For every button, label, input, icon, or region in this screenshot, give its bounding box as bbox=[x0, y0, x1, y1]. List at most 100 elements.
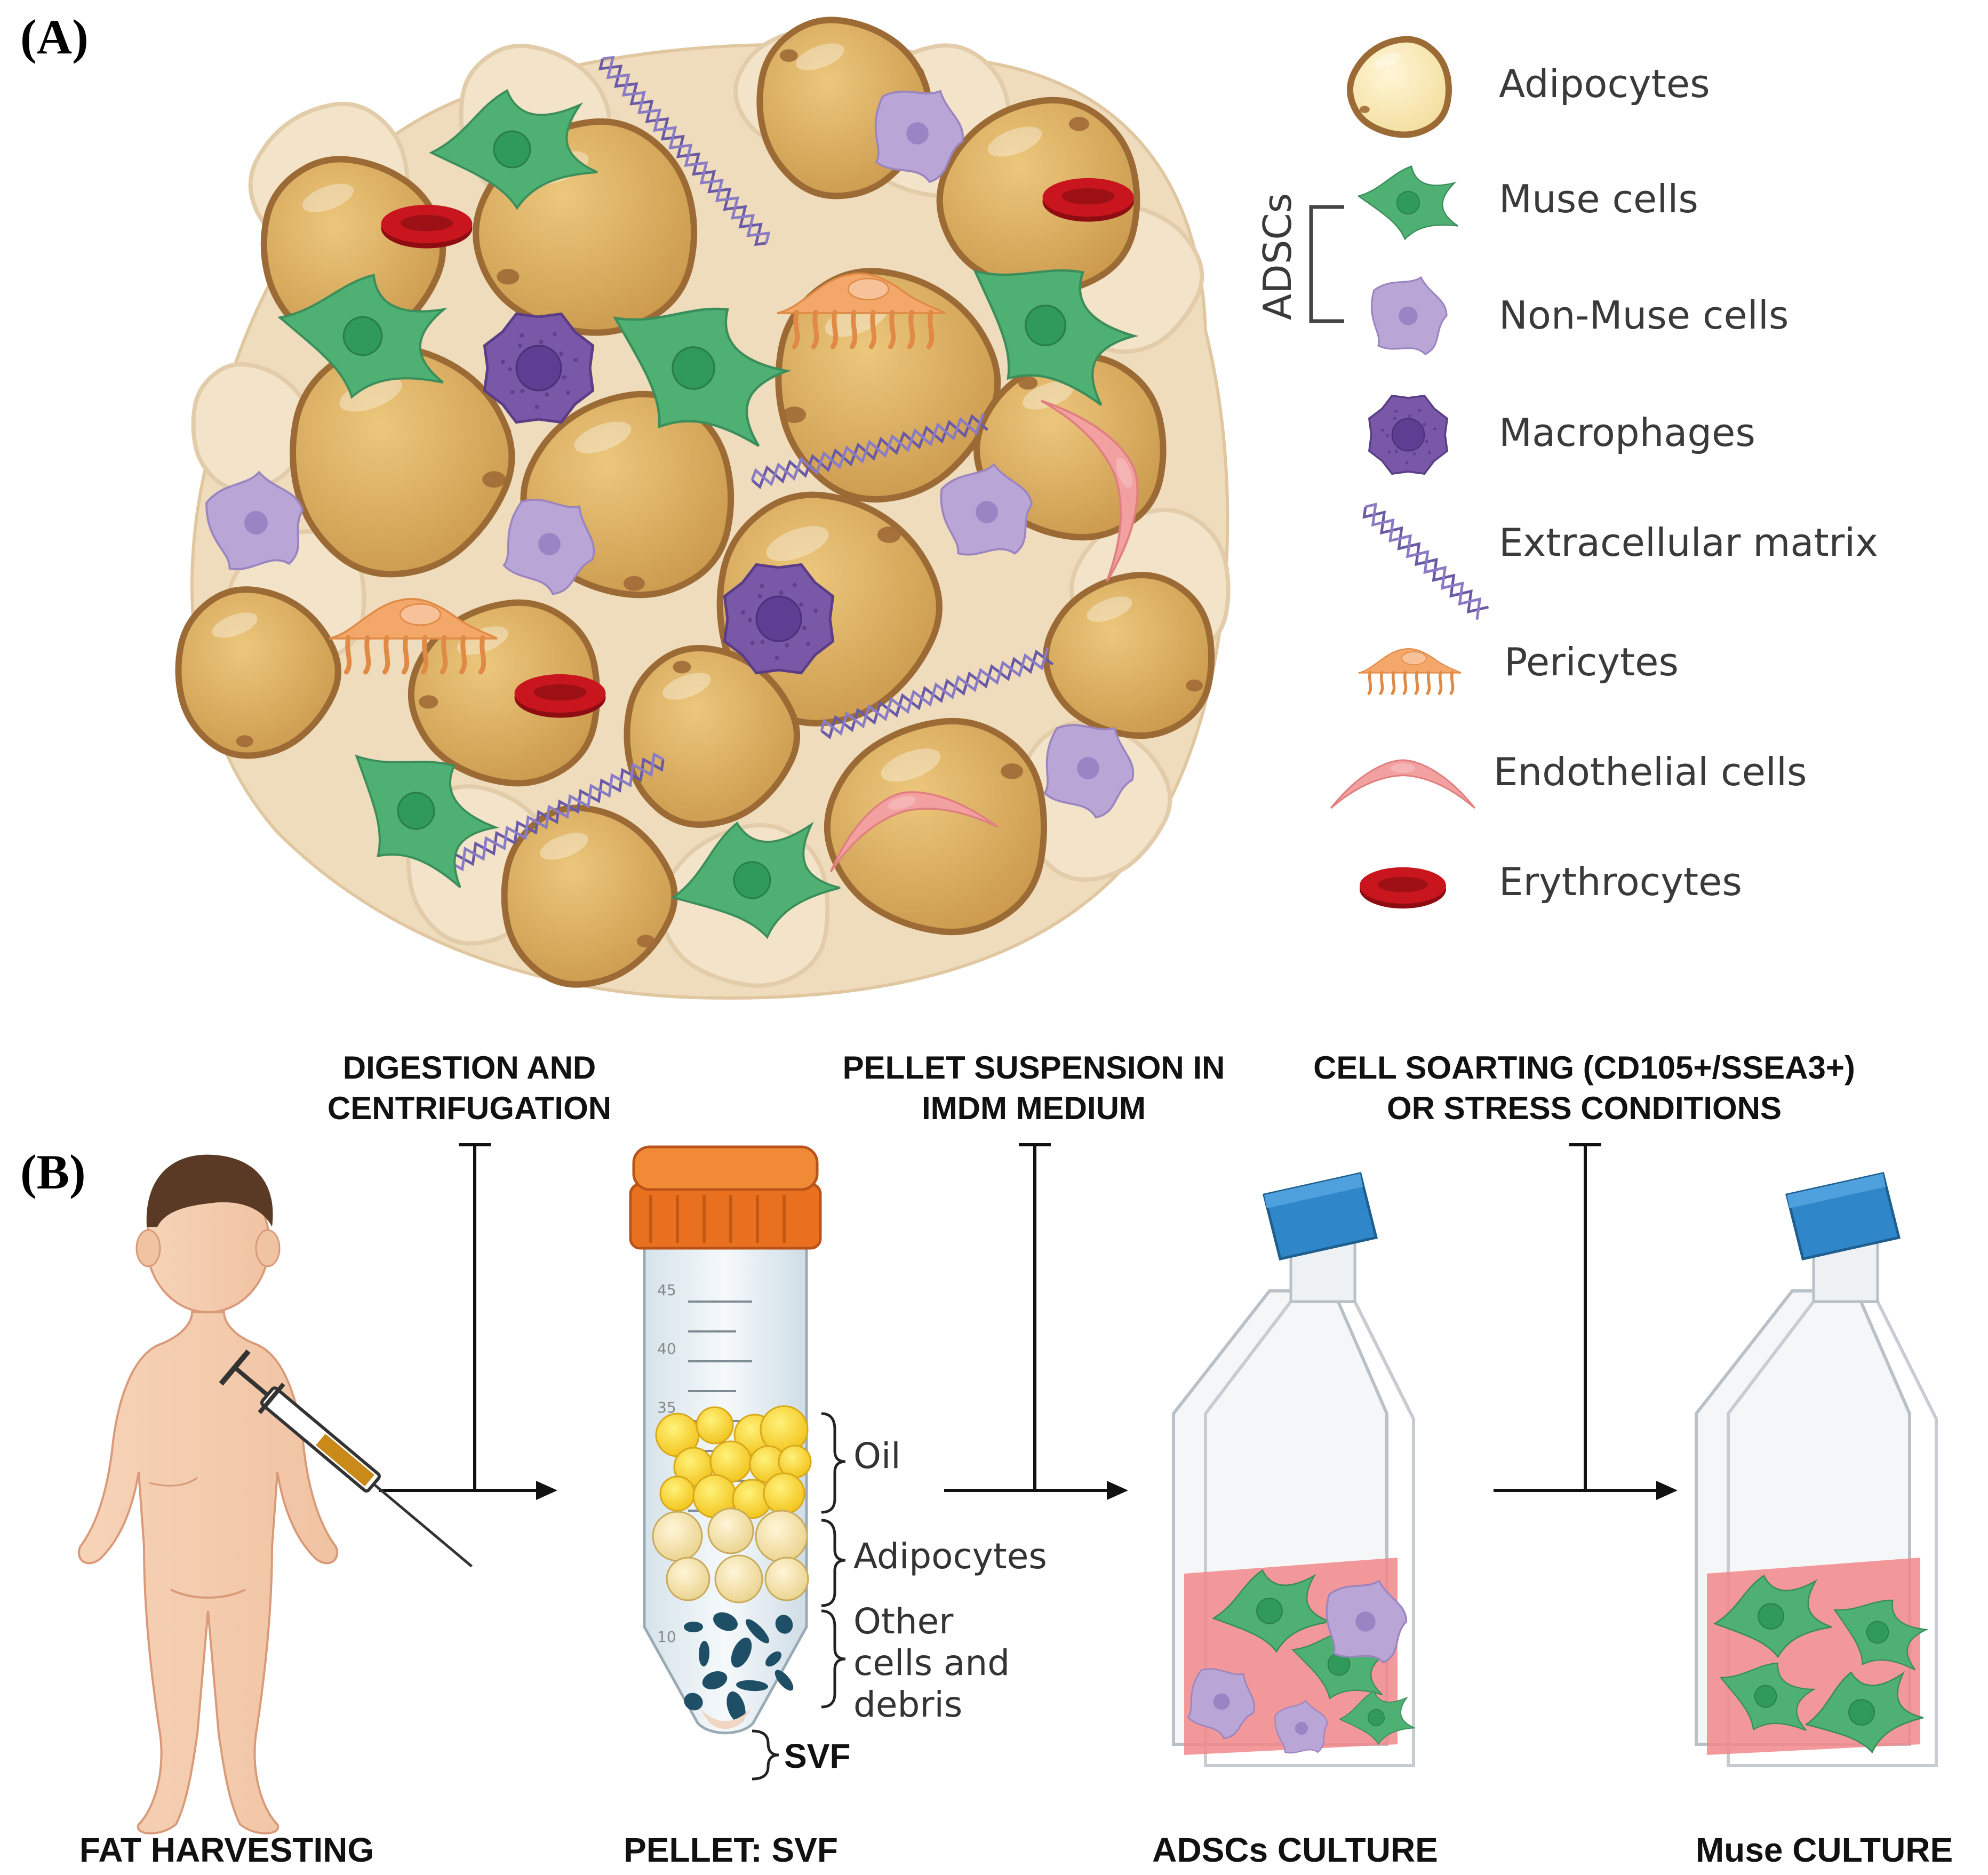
debris-particle bbox=[702, 1671, 728, 1690]
fat-cell bbox=[755, 1510, 808, 1563]
step-captions: FAT HARVESTING PELLET: SVF ADSCs CULTURE… bbox=[79, 1831, 1953, 1869]
fat-cell bbox=[707, 1507, 754, 1554]
ecm-fiber bbox=[441, 752, 665, 877]
muse-cell bbox=[613, 307, 792, 447]
tube-tick-40: 40 bbox=[657, 1340, 676, 1358]
muse-cell bbox=[1713, 1574, 1832, 1658]
muse-cell bbox=[355, 754, 500, 888]
endothelial-cell-icon bbox=[1330, 759, 1476, 809]
adipocyte-cell bbox=[290, 342, 515, 578]
erythrocyte bbox=[514, 674, 606, 718]
child-patient-illustration bbox=[78, 1154, 473, 1834]
oil-droplet bbox=[763, 1472, 805, 1515]
pericyte bbox=[329, 597, 498, 675]
arrow-step-1 bbox=[379, 1143, 557, 1500]
muse-cell bbox=[429, 89, 598, 210]
tube-layer-other-3: debris bbox=[853, 1684, 962, 1725]
debris-particle bbox=[765, 1651, 781, 1667]
endothelial-cell bbox=[1041, 400, 1139, 582]
layer-brackets bbox=[752, 1412, 846, 1781]
muse-cell bbox=[1833, 1599, 1929, 1671]
legend-label-nonmuse: Non-Muse cells bbox=[1499, 293, 1789, 338]
ecm-helix-icon bbox=[1362, 502, 1489, 620]
tube-layer-other-2: cells and bbox=[853, 1642, 1010, 1683]
muse-cell bbox=[670, 821, 841, 939]
legend-label-erythrocytes: Erythrocytes bbox=[1499, 859, 1742, 904]
tube-layer-svf: SVF bbox=[784, 1737, 850, 1775]
debris-particle bbox=[698, 1641, 710, 1666]
tube-cap bbox=[629, 1145, 822, 1250]
debris-particle bbox=[736, 1680, 768, 1692]
debris-particle bbox=[775, 1670, 794, 1691]
syringe-icon bbox=[219, 1349, 473, 1568]
caption-muse-culture: Muse CULTURE bbox=[1696, 1831, 1953, 1869]
tube-layer-other-1: Other bbox=[853, 1601, 954, 1642]
oil-droplet bbox=[696, 1406, 734, 1445]
debris-particle bbox=[731, 1637, 752, 1668]
muse-cell bbox=[973, 269, 1139, 406]
step-3-line-2: OR STRESS CONDITIONS bbox=[1387, 1090, 1782, 1126]
muse-cell-icon bbox=[1357, 165, 1458, 241]
adipocyte-cell bbox=[501, 804, 678, 988]
adipocyte-icon bbox=[1347, 36, 1452, 138]
fat-cell bbox=[764, 1557, 809, 1601]
non-muse-cell bbox=[1043, 724, 1135, 819]
tube-tick-45: 45 bbox=[657, 1281, 676, 1299]
debris-particle bbox=[684, 1693, 703, 1711]
fat-cell bbox=[652, 1511, 703, 1562]
muse-cell bbox=[1338, 1690, 1415, 1745]
process-arrows bbox=[379, 1143, 1678, 1500]
adipocyte-cell bbox=[824, 717, 1048, 936]
legend-label-macrophages: Macrophages bbox=[1499, 410, 1755, 455]
debris-particle bbox=[745, 1619, 770, 1643]
caption-fat-harvesting: FAT HARVESTING bbox=[79, 1831, 374, 1869]
fat-cell bbox=[666, 1557, 710, 1601]
step-2-line-2: IMDM MEDIUM bbox=[922, 1090, 1146, 1126]
tube-layer-adipocytes: Adipocytes bbox=[853, 1536, 1047, 1577]
step-2-line-1: PELLET SUSPENSION IN bbox=[843, 1050, 1225, 1086]
ecm-fiber bbox=[820, 648, 1054, 740]
muse-cell bbox=[277, 274, 448, 399]
debris-particle bbox=[775, 1615, 793, 1634]
non-muse-cell bbox=[1326, 1579, 1408, 1664]
legend: ADSCs Adipocytes Muse cells Non-Muse cel… bbox=[1255, 36, 1878, 909]
adipose-tissue-illustration bbox=[175, 17, 1231, 1000]
non-muse-cell bbox=[1274, 1700, 1328, 1754]
legend-label-endothelial: Endothelial cells bbox=[1494, 749, 1807, 794]
step-labels: DIGESTION AND CENTRIFUGATION PELLET SUSP… bbox=[328, 1050, 1855, 1126]
non-muse-cell bbox=[205, 470, 304, 571]
non-muse-cell bbox=[502, 498, 595, 595]
non-muse-cell bbox=[1187, 1668, 1255, 1740]
caption-pellet-svf: PELLET: SVF bbox=[624, 1831, 838, 1869]
muse-cell bbox=[1291, 1629, 1389, 1700]
adscs-bracket-label: ADSCs bbox=[1255, 193, 1300, 320]
adipocyte-cell bbox=[175, 586, 341, 759]
erythrocyte bbox=[381, 204, 473, 249]
non-muse-cell bbox=[940, 462, 1033, 556]
adipocyte-cell bbox=[936, 97, 1140, 294]
step-1-line-1: DIGESTION AND bbox=[343, 1050, 596, 1086]
erythrocyte bbox=[1042, 178, 1134, 222]
muse-cell bbox=[1719, 1662, 1816, 1731]
muse-culture-flask bbox=[1695, 1172, 1938, 1767]
tube-tick-10: 10 bbox=[657, 1628, 676, 1646]
non-muse-cell bbox=[874, 90, 964, 183]
muse-cell bbox=[1805, 1671, 1923, 1754]
ecm-fiber bbox=[751, 413, 989, 490]
endothelial-cell bbox=[829, 791, 999, 873]
adipocyte-cell bbox=[624, 645, 800, 828]
oil-droplet bbox=[659, 1475, 696, 1512]
adscs-culture-flask bbox=[1172, 1172, 1415, 1767]
pericyte-icon bbox=[1358, 648, 1462, 695]
panel-a-label: (A) bbox=[20, 10, 89, 64]
erythrocyte-icon bbox=[1360, 867, 1446, 909]
step-1-line-2: CENTRIFUGATION bbox=[328, 1090, 611, 1126]
debris-particle bbox=[684, 1622, 703, 1632]
arrow-step-2 bbox=[944, 1143, 1128, 1500]
pericyte bbox=[777, 272, 946, 349]
non-muse-cell-icon bbox=[1370, 276, 1448, 355]
step-3-line-1: CELL SOARTING (CD105+/SSEA3+) bbox=[1313, 1050, 1855, 1086]
caption-adscs-culture: ADSCs CULTURE bbox=[1152, 1831, 1438, 1869]
macrophage-icon bbox=[1368, 394, 1449, 475]
macrophage bbox=[483, 312, 595, 424]
